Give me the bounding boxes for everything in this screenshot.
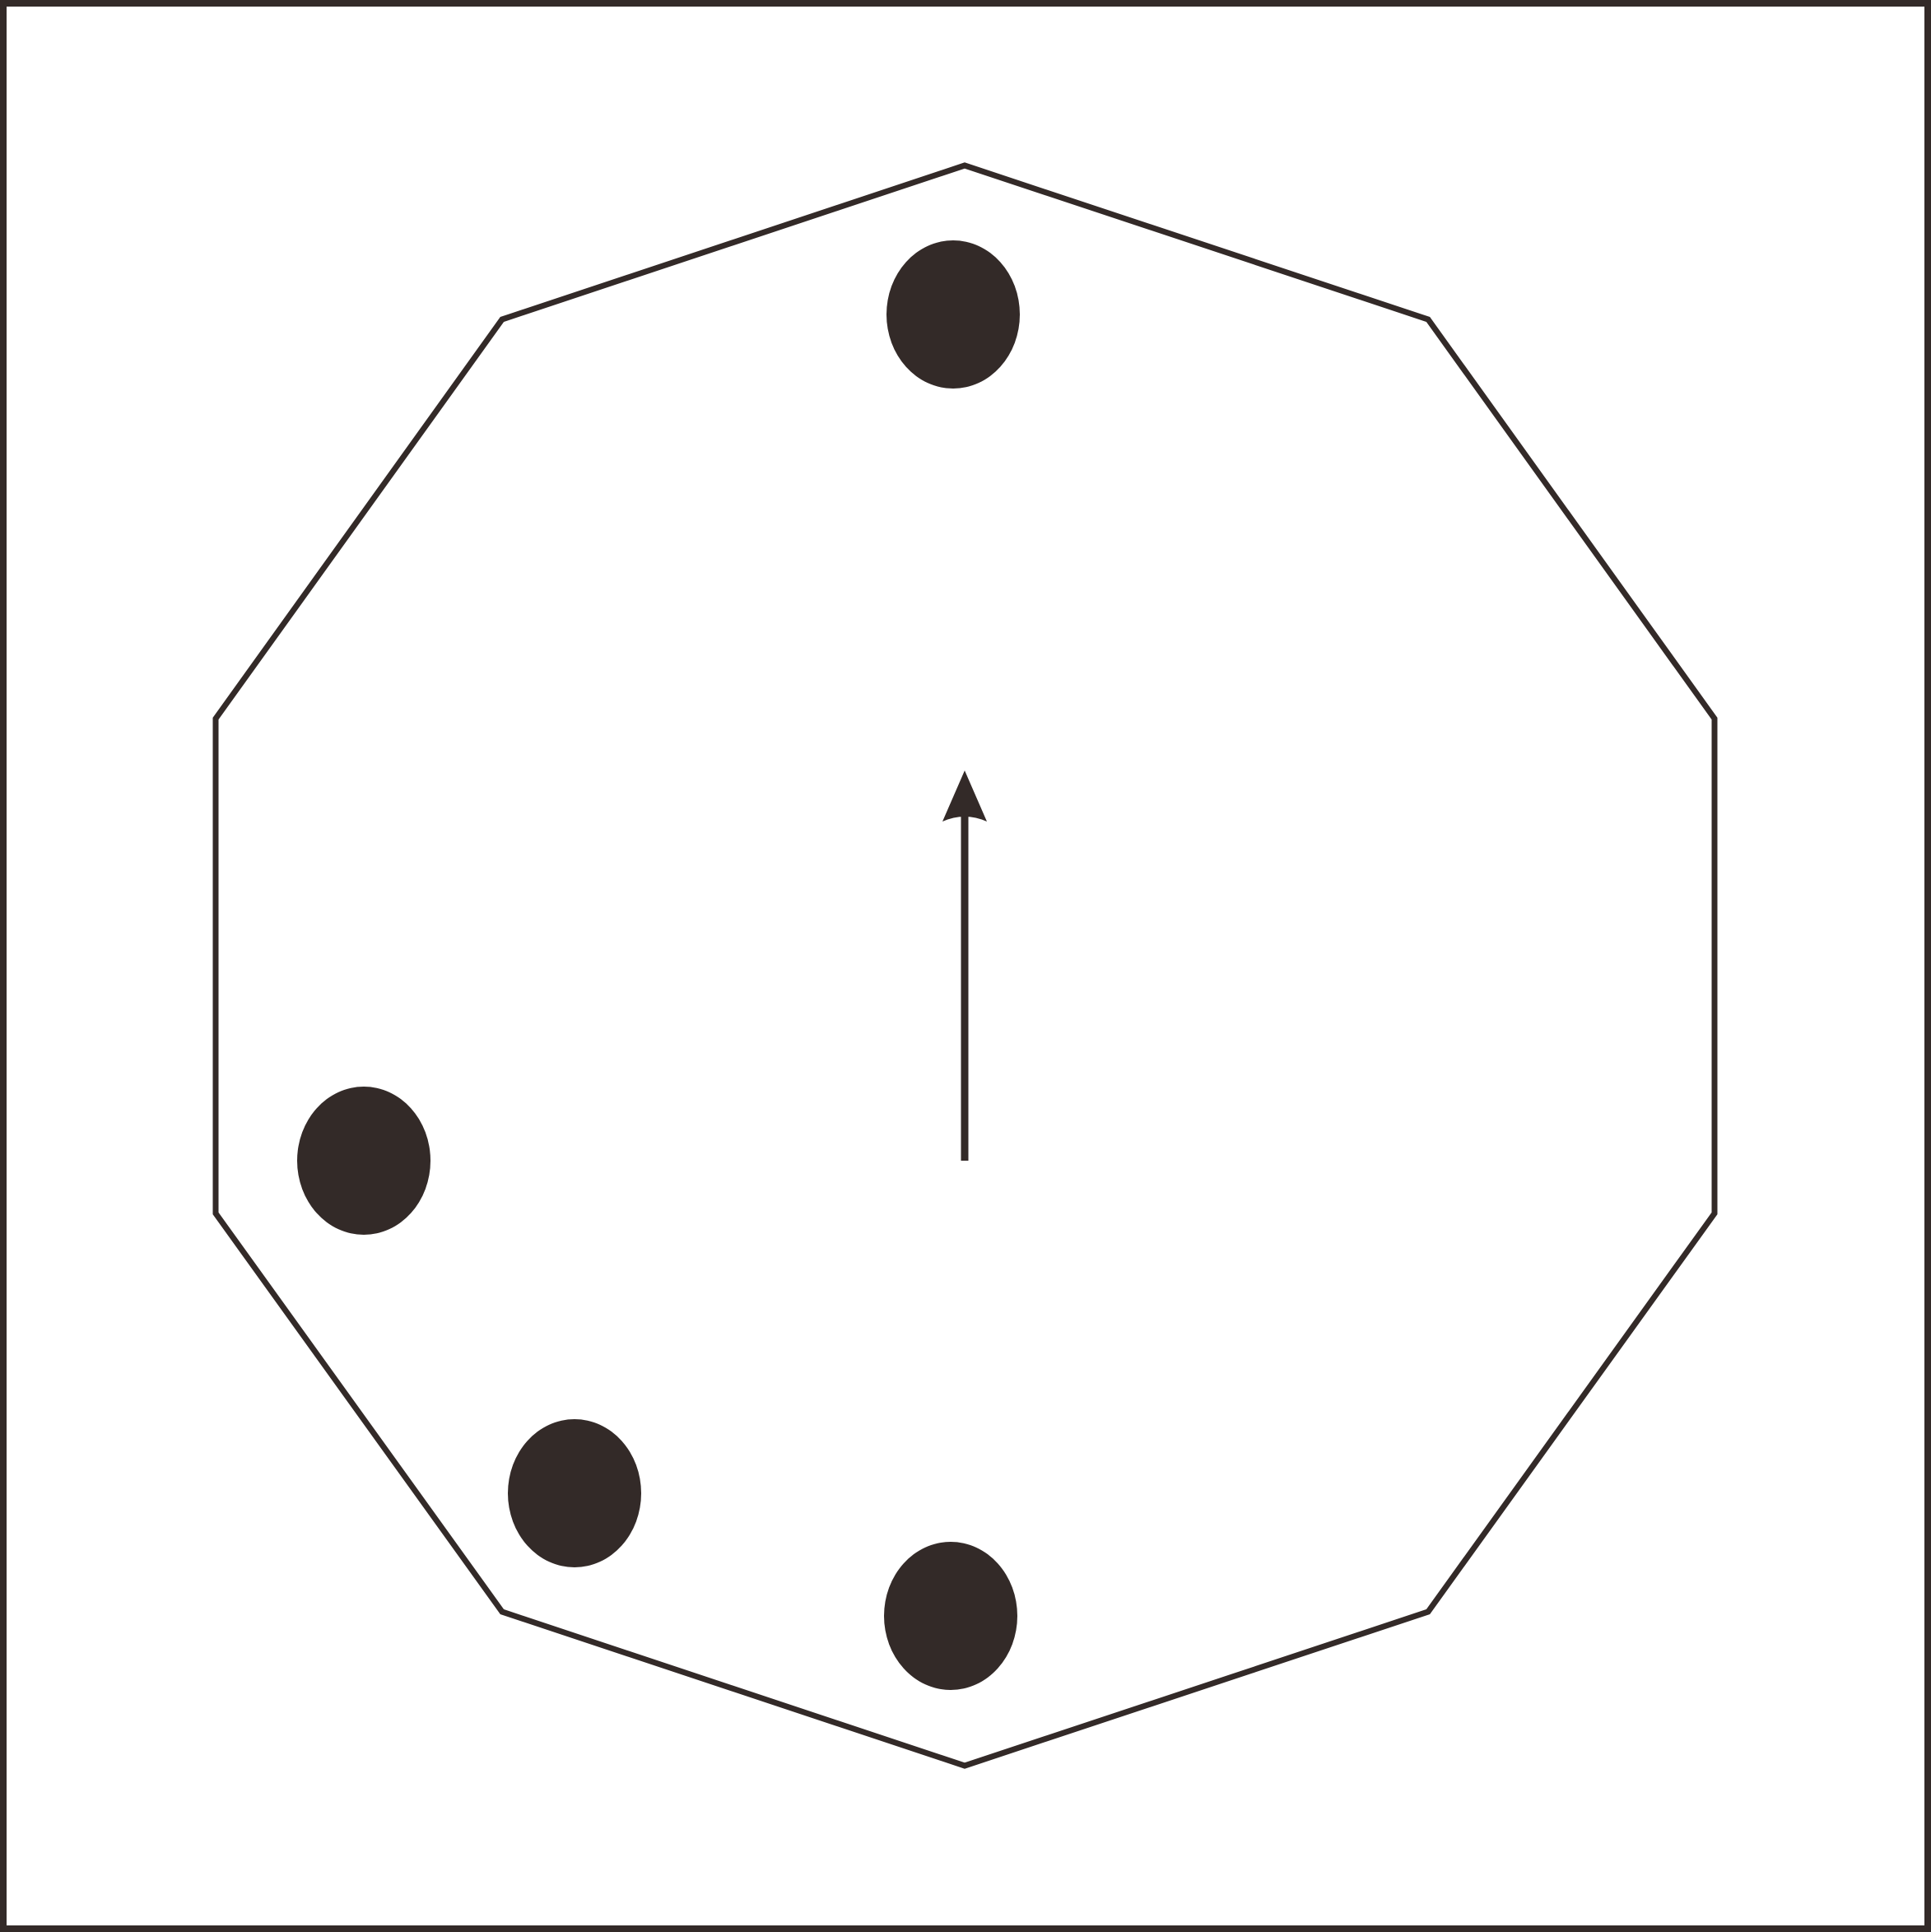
dot-lower-left bbox=[508, 1419, 641, 1567]
up-arrow-icon bbox=[942, 770, 987, 1161]
dot-top bbox=[886, 240, 1020, 389]
dot-left bbox=[297, 1087, 430, 1235]
dot-bottom bbox=[884, 1542, 1017, 1690]
decagon-outline bbox=[212, 162, 1718, 1769]
arrow-head bbox=[942, 770, 987, 822]
